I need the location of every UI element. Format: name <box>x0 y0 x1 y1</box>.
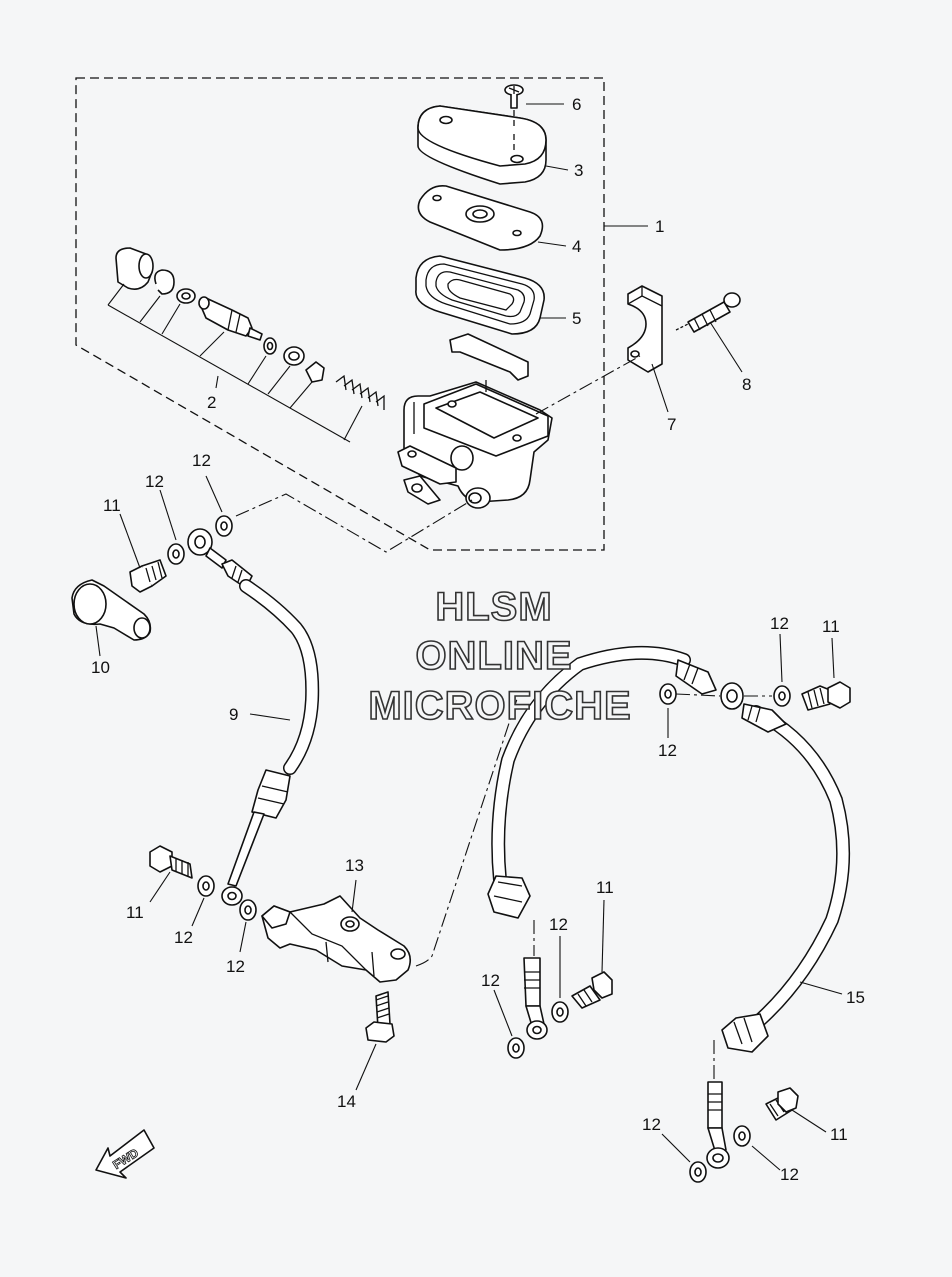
hose-15-fittings <box>706 703 787 1169</box>
callout-12-d: 12 <box>226 957 245 976</box>
callout-12-h: 12 <box>481 971 500 990</box>
banjo-bolt-right-mid <box>571 971 613 1009</box>
hose-right-fittings <box>659 659 791 710</box>
callout-15: 15 <box>846 988 865 1007</box>
piston-kit-parts <box>115 247 385 410</box>
callout-1: 1 <box>655 217 664 236</box>
handlebar-clamp <box>627 285 663 373</box>
clamp-guide-line <box>535 355 641 415</box>
callout-11-middle-left: 11 <box>126 903 144 922</box>
upper-washers <box>167 515 233 565</box>
watermark-line-3: MICROFICHE <box>368 684 631 728</box>
upper-banjo-guide <box>235 493 473 553</box>
callout-12-i: 12 <box>642 1115 661 1134</box>
banjo-bolt-right-top <box>801 681 851 711</box>
watermark-line-1: HLSM <box>435 585 552 629</box>
callout-11-upper-left: 11 <box>103 496 121 515</box>
callout-12-c: 12 <box>174 928 193 947</box>
callout-10: 10 <box>91 658 110 677</box>
callout-4: 4 <box>572 237 581 256</box>
fwd-direction-arrow: FWD <box>95 1129 155 1179</box>
watermark-line-2: ONLINE <box>415 634 572 678</box>
callout-5: 5 <box>572 309 581 328</box>
joint-bolt <box>365 991 395 1043</box>
piston-kit-leaders <box>107 283 363 443</box>
callout-12-e: 12 <box>770 614 789 633</box>
callout-11-upper-right: 11 <box>822 617 840 636</box>
hose-mid-fitting <box>487 875 569 1059</box>
bolt-cover-cap <box>71 579 152 641</box>
callout-12-j: 12 <box>780 1165 799 1184</box>
callout-12-f: 12 <box>658 741 677 760</box>
clamp-bolt <box>675 292 741 333</box>
callout-7: 7 <box>667 415 676 434</box>
diaphragm <box>415 255 545 335</box>
reservoir-cap <box>417 105 547 185</box>
banjo-bolt-middle <box>149 845 257 921</box>
callout-leaders <box>95 103 843 1171</box>
master-cylinder-body <box>397 380 553 509</box>
cap-screw <box>504 84 524 150</box>
callout-3: 3 <box>574 161 583 180</box>
callout-12-a: 12 <box>145 472 164 491</box>
callout-13: 13 <box>345 856 364 875</box>
upper-banjo-fitting <box>187 528 253 589</box>
diaphragm-plate <box>417 184 544 251</box>
callout-8: 8 <box>742 375 751 394</box>
callout-9: 9 <box>229 705 238 724</box>
lower-right-bolt <box>689 1087 799 1183</box>
hose-9-lower-fitting <box>221 769 291 906</box>
callout-14: 14 <box>337 1092 356 1111</box>
callout-2: 2 <box>207 393 216 412</box>
callout-12-g: 12 <box>549 915 568 934</box>
banjo-bolt-upper <box>129 559 167 593</box>
callout-labels: 1 2 3 4 5 6 7 8 9 10 11 11 11 11 11 12 1… <box>91 95 865 1184</box>
hose-joint <box>261 895 412 983</box>
joint-guide-line <box>415 689 521 967</box>
assembly-boundary <box>75 77 605 551</box>
watermark: HLSM ONLINE MICROFICHE <box>368 584 632 729</box>
callout-6: 6 <box>572 95 581 114</box>
callout-11-lower-right: 11 <box>830 1125 848 1144</box>
callout-11-middle-right: 11 <box>596 878 614 897</box>
gasket-plate <box>449 333 529 381</box>
right-top-guide-a <box>675 693 721 697</box>
callout-12-b: 12 <box>192 451 211 470</box>
